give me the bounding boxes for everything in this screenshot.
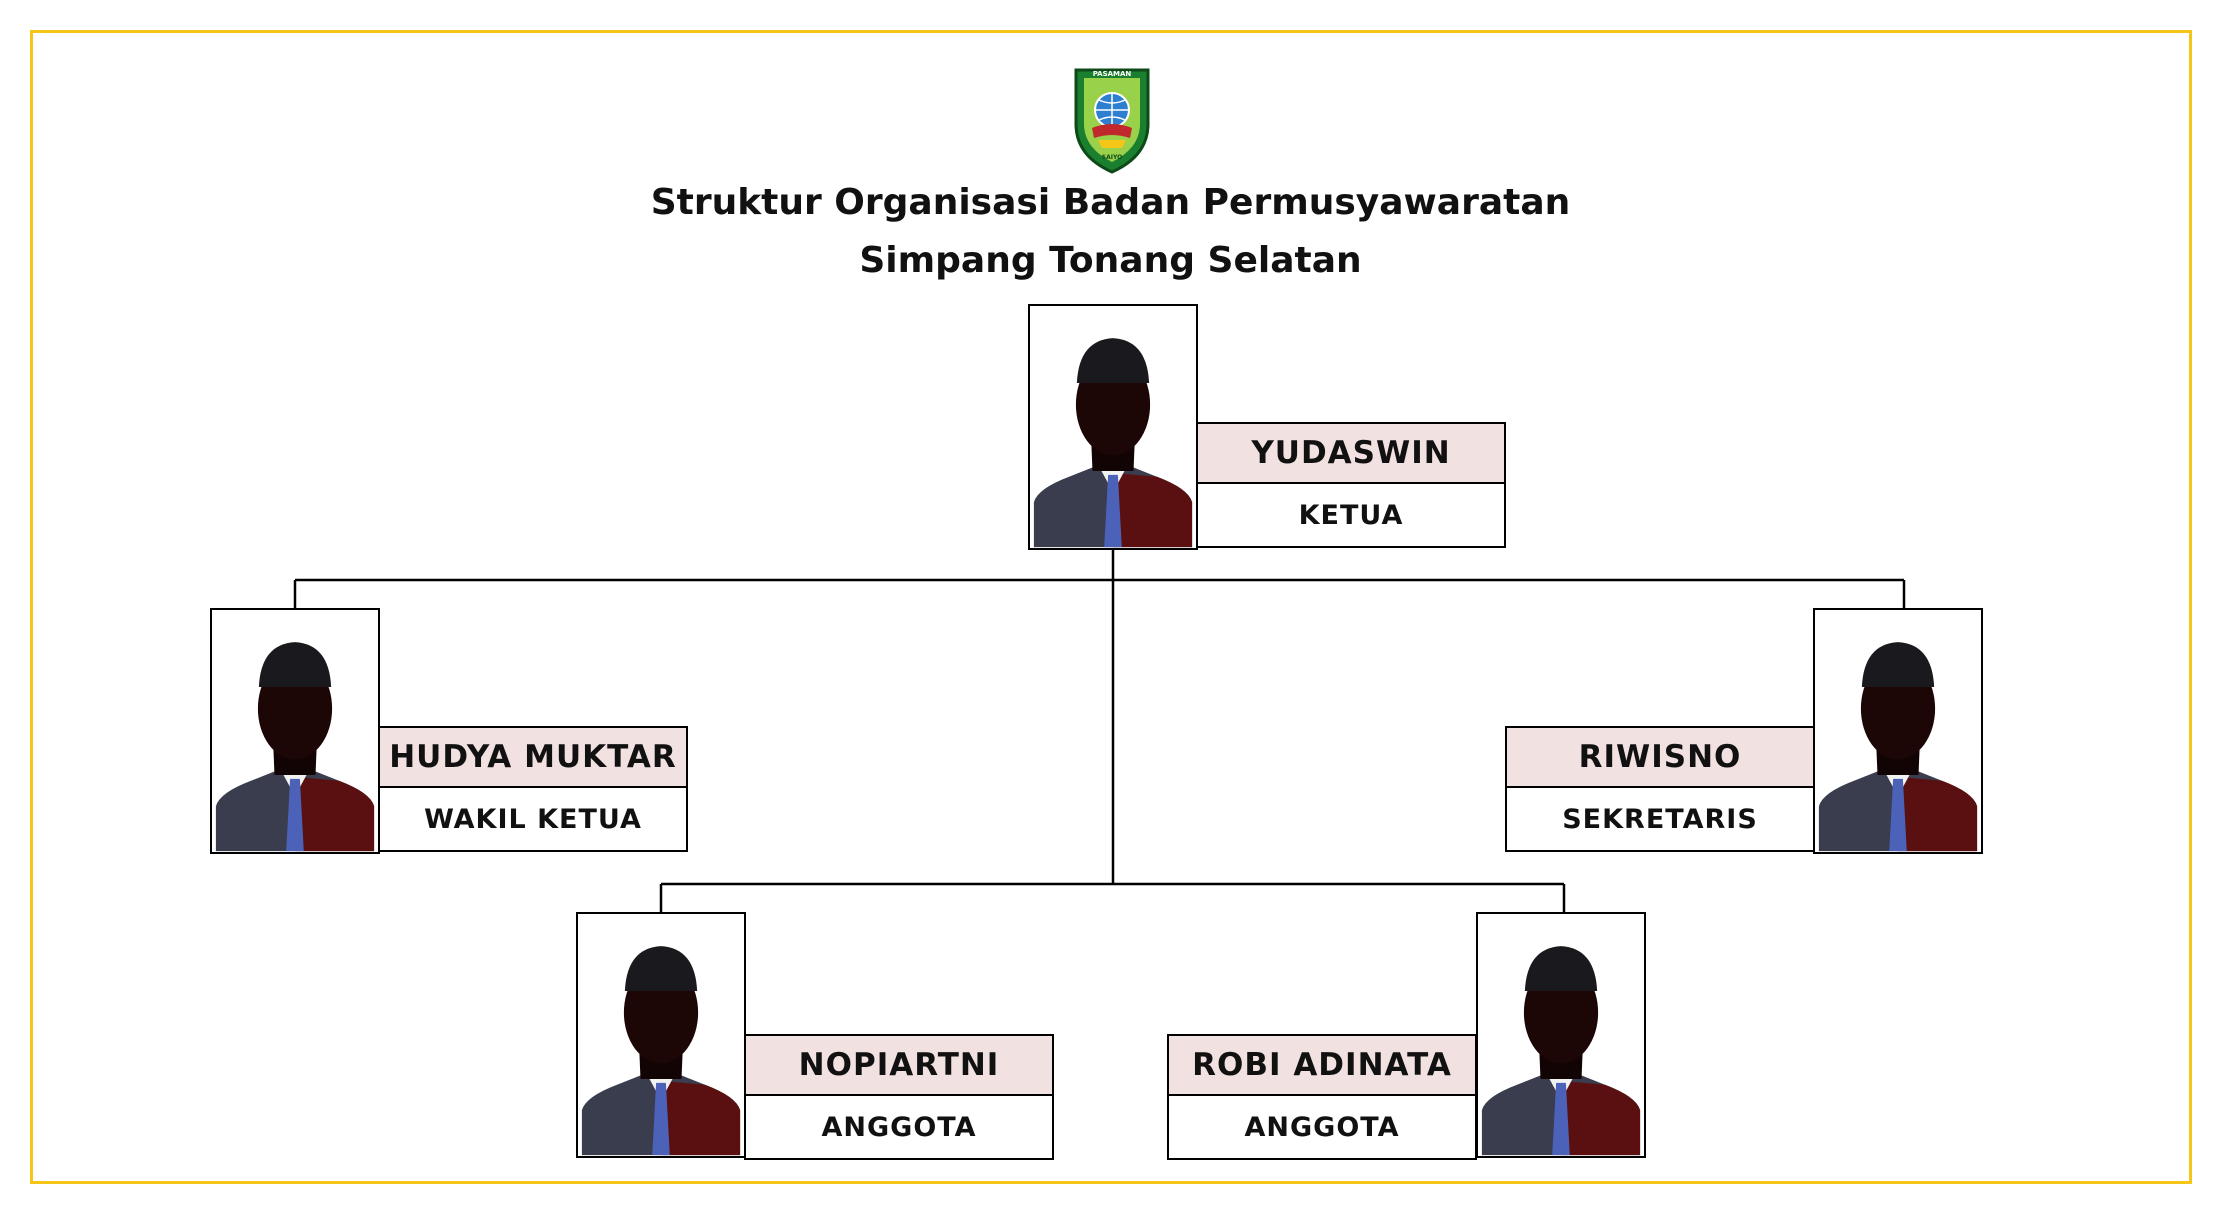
page-frame	[30, 30, 2192, 1184]
role-ketua: KETUA	[1196, 484, 1506, 548]
photo-anggota-2	[1476, 912, 1646, 1158]
photo-anggota-1	[576, 912, 746, 1158]
name-anggota-1: NOPIARTNI	[744, 1034, 1054, 1096]
person-silhouette-icon	[1478, 914, 1644, 1156]
page-title: Struktur Organisasi Badan Permusyawarata…	[650, 182, 1571, 223]
person-silhouette-icon	[1815, 610, 1981, 852]
person-silhouette-icon	[1030, 306, 1196, 548]
name-anggota-2: ROBI ADINATA	[1167, 1034, 1477, 1096]
role-sekretaris: SEKRETARIS	[1505, 788, 1815, 852]
photo-sekretaris	[1813, 608, 1983, 854]
person-silhouette-icon	[578, 914, 744, 1156]
logo-text-bottom: SAIYO	[1102, 154, 1122, 161]
page-subtitle: Simpang Tonang Selatan	[859, 240, 1362, 281]
regency-emblem-icon: PASAMAN SAIYO	[1070, 62, 1154, 176]
name-sekretaris: RIWISNO	[1505, 726, 1815, 788]
role-anggota-1: ANGGOTA	[744, 1096, 1054, 1160]
photo-ketua	[1028, 304, 1198, 550]
person-silhouette-icon	[212, 610, 378, 852]
name-ketua: YUDASWIN	[1196, 422, 1506, 484]
logo-text-top: PASAMAN	[1093, 70, 1132, 78]
name-wakil-ketua: HUDYA MUKTAR	[378, 726, 688, 788]
photo-wakil-ketua	[210, 608, 380, 854]
role-anggota-2: ANGGOTA	[1167, 1096, 1477, 1160]
role-wakil-ketua: WAKIL KETUA	[378, 788, 688, 852]
